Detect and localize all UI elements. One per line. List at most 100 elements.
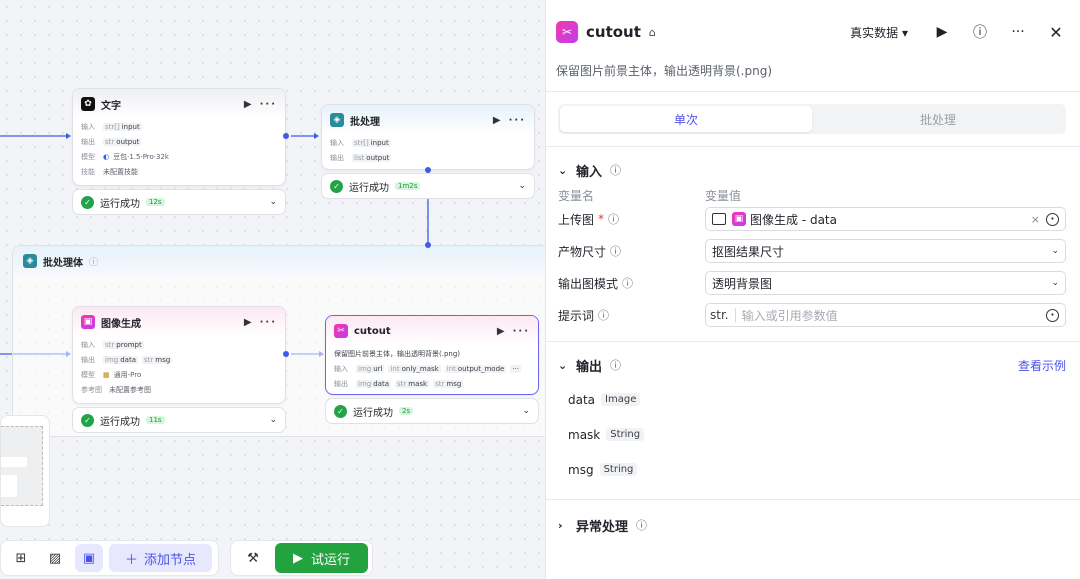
add-node-button[interactable]: ＋ 添加节点 [109,544,213,572]
info-icon[interactable]: ⓘ [636,519,648,532]
panel-header: ✂ cutout ⌂ 真实数据 ▾ ▶ ⓘ ··· ✕ [546,0,1080,64]
layout-icon[interactable]: ⊞ [15,550,27,566]
node-run-icon[interactable]: ▶ [492,114,503,126]
close-icon[interactable]: ✕ [1049,22,1063,42]
node-row-input: 输入 str[]input [330,138,391,147]
chevron-down-icon[interactable]: ⌄ [269,197,277,207]
chevron-down-icon[interactable]: ⌄ [522,406,530,416]
tab-batch[interactable]: 批处理 [919,112,956,127]
output-item: mask String [558,417,1066,452]
model-icon: ◐ [103,152,110,161]
image-icon[interactable]: ▨ [48,550,62,566]
prompt-input[interactable]: str. 输入或引用参数值 • [705,303,1066,327]
batch-node-icon: ◈ [330,113,344,127]
variable-reference-icon[interactable]: • [1046,212,1059,226]
success-icon: ✓ [334,404,347,418]
minimap-toggle-icon[interactable]: ▣ [75,544,103,572]
run-status-batch[interactable]: ✓ 运行成功 1m2s ⌄ [321,173,535,199]
info-icon[interactable]: ⓘ [622,277,634,290]
node-more-icon[interactable]: ··· [259,316,277,328]
help-icon[interactable]: ⓘ [973,25,987,41]
node-run-icon[interactable]: ▶ [243,98,254,110]
tab-single[interactable]: 单次 [560,106,812,132]
info-icon[interactable]: ⓘ [598,309,610,322]
info-icon[interactable]: ⓘ [89,257,99,268]
port-group-top[interactable] [425,242,431,248]
text-node-icon: ✿ [81,97,95,111]
clear-icon[interactable]: × [1030,212,1040,226]
panel-description: 保留图片前景主体，输出透明背景(.png) [556,64,773,78]
variable-reference-icon[interactable]: • [1046,308,1059,322]
node-cutout[interactable]: ✂ cutout ▶ ··· 保留图片前景主体，输出透明背景(.png) 输入 … [325,315,539,395]
output-section: ⌄ 输出 ⓘ 查看示例 data Image mask String msg S… [546,342,1080,487]
node-title: 文字 [101,100,121,112]
test-run-button[interactable]: ▶ 试运行 [275,543,369,573]
node-more-icon[interactable]: ··· [512,325,530,337]
wrench-icon[interactable]: ⚒ [247,550,259,566]
port-out[interactable] [283,351,289,357]
output-size-select[interactable]: 抠图结果尺寸 ⌄ [705,239,1066,263]
panel-title: cutout [586,23,641,41]
run-status-cutout[interactable]: ✓ 运行成功 2s ⌄ [325,398,539,424]
upload-image-input[interactable]: ▣ 图像生成 - data × • [705,207,1066,231]
info-icon[interactable]: ⓘ [608,213,620,226]
success-icon: ✓ [330,179,343,193]
minimap[interactable] [0,415,50,527]
cutout-node-icon: ✂ [556,21,578,43]
node-run-icon[interactable]: ▶ [496,325,507,337]
chevron-down-icon: ⌄ [1051,246,1059,256]
node-description: 保留图片前景主体，输出透明背景(.png) [334,349,461,358]
image-node-icon: ▣ [81,315,95,329]
error-handling-section[interactable]: › 异常处理 ⓘ [558,518,648,535]
chevron-down-icon[interactable]: ⌄ [518,181,526,191]
node-run-icon[interactable]: ▶ [243,316,254,328]
run-status-text[interactable]: ✓ 运行成功 12s ⌄ [72,189,286,215]
node-more-icon[interactable]: ··· [259,98,277,110]
more-icon[interactable]: ··· [1011,24,1025,40]
data-mode-select[interactable]: 真实数据 ▾ [850,25,908,40]
run-status-imagegen[interactable]: ✓ 运行成功 11s ⌄ [72,407,286,433]
node-row-model: 模型 ▦ 通用-Pro [81,370,142,379]
node-more-icon[interactable]: ··· [508,114,526,126]
field-upload-image: 上传图*ⓘ ▣ 图像生成 - data × • [558,203,1066,235]
node-row-model: 模型 ◐ 豆包·1.5·Pro·32k [81,152,169,161]
chevron-down-icon[interactable]: ⌄ [269,415,277,425]
chevron-down-icon[interactable]: ⌄ [558,358,568,372]
info-icon[interactable]: ⓘ [610,245,622,258]
more-params-tag[interactable]: ··· [510,364,522,373]
run-node-icon[interactable]: ▶ [936,24,948,40]
output-mode-select[interactable]: 透明背景图 ⌄ [705,271,1066,295]
param-tag: str[]input [103,122,142,131]
port-bottom[interactable] [425,167,431,173]
info-icon[interactable]: ⓘ [610,164,622,177]
output-item: data Image [558,382,1066,417]
node-row-reference: 参考图 未配置参考图 [81,385,151,394]
chevron-down-icon[interactable]: ⌄ [558,163,568,177]
canvas-toolbar: ⊞ ▨ ▣ ＋ 添加节点 [0,540,220,576]
port-out[interactable] [283,133,289,139]
minimap-viewport[interactable] [1,426,43,506]
chevron-right-icon[interactable]: › [558,518,563,532]
info-icon[interactable]: ⓘ [610,359,622,372]
view-example-link[interactable]: 查看示例 [1017,358,1066,373]
node-debug-panel: ✂ cutout ⌂ 真实数据 ▾ ▶ ⓘ ··· ✕ 保留图片前景主体，输出透… [545,0,1080,579]
type-tag: str. [710,308,736,322]
node-row-skill: 技能 未配置技能 [81,167,138,176]
mode-tabs: 单次 批处理 [558,104,1066,134]
